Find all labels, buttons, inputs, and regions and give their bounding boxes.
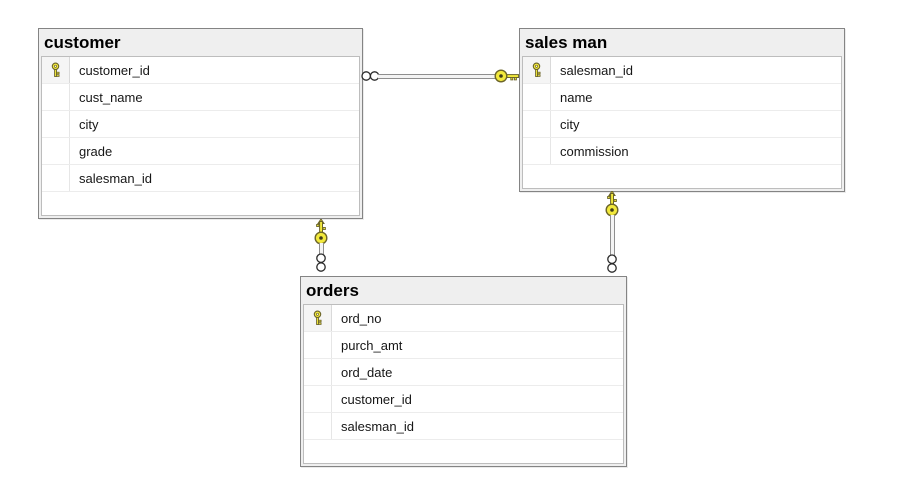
primary-key-icon [532,62,541,77]
column-name: salesman_id [341,418,414,434]
relationship-line [318,243,324,255]
table-row[interactable]: name [523,84,841,111]
table-row[interactable]: ord_date [304,359,623,386]
table-row[interactable]: customer_id [304,386,623,413]
table-row[interactable]: cust_name [42,84,359,111]
column-name: salesman_id [79,170,152,186]
empty-key-cell [42,111,70,137]
table-row[interactable]: customer_id [42,57,359,84]
empty-key-cell [304,413,332,439]
empty-key-cell [304,359,332,385]
relationship-line [609,215,615,256]
infinity-icon [316,253,326,272]
column-name: customer_id [341,391,412,407]
empty-key-cell [523,138,551,164]
table-title-customer[interactable]: customer [44,33,121,52]
empty-key-cell [42,138,70,164]
primary-key-cell [304,305,332,331]
column-name: ord_date [341,364,393,380]
key-icon [494,69,519,83]
column-name: grade [79,143,113,159]
column-name: ord_no [341,310,382,326]
infinity-icon [607,254,617,273]
empty-key-cell [523,84,551,110]
empty-key-cell [523,111,551,137]
column-name: commission [560,143,629,159]
table-row[interactable]: salesman_id [304,413,623,440]
column-name: city [79,116,99,132]
primary-key-icon [313,310,322,325]
relationship-line [378,73,499,79]
table-title-salesman[interactable]: sales man [525,33,608,52]
empty-key-cell [304,332,332,358]
primary-key-cell [42,57,70,83]
empty-key-cell [42,84,70,110]
key-icon [314,219,328,245]
column-name: cust_name [79,89,143,105]
column-name: name [560,89,593,105]
table-row[interactable]: commission [523,138,841,165]
table-row[interactable]: purch_amt [304,332,623,359]
table-row[interactable]: city [523,111,841,138]
empty-key-cell [42,165,70,191]
column-name: city [560,116,580,132]
primary-key-icon [51,62,60,77]
key-icon [605,191,619,217]
column-name: purch_amt [341,337,403,353]
table-row[interactable]: salesman_id [523,57,841,84]
table-row[interactable]: ord_no [304,305,623,332]
column-name: salesman_id [560,62,633,78]
table-title-orders[interactable]: orders [306,281,359,300]
table-row[interactable]: city [42,111,359,138]
table-row[interactable]: salesman_id [42,165,359,192]
infinity-icon [361,71,380,81]
empty-key-cell [304,386,332,412]
table-node-orders[interactable]: orders ord_no purch_amt ord_date customer_i… [300,276,627,467]
table-row[interactable]: grade [42,138,359,165]
primary-key-cell [523,57,551,83]
column-name: customer_id [79,62,150,78]
